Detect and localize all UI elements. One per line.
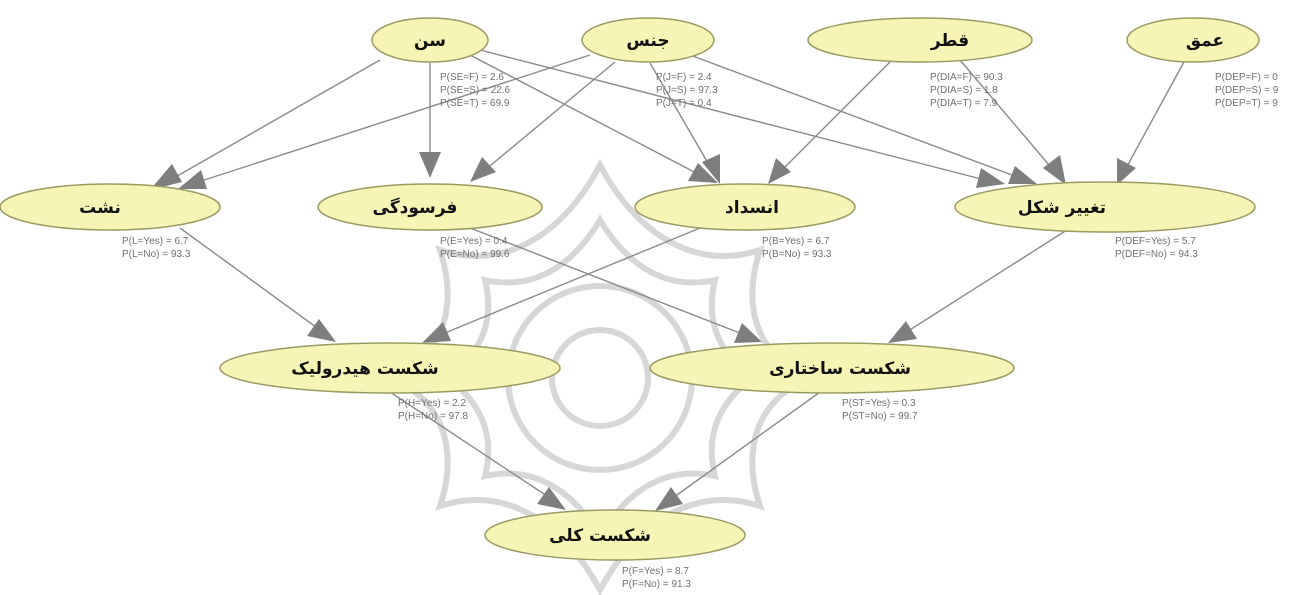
node-farsoodegi-label: فرسودگی <box>373 197 458 218</box>
arrowhead-nasht-hydraulic <box>307 319 336 342</box>
arrowhead-sen-farsoodegi <box>419 152 441 178</box>
farsoodegi-prob-1: P(E=Yes) = 0.4 <box>440 236 508 247</box>
arrowhead-taghir-sakhtari <box>888 321 917 343</box>
node-omgh-label: عمق <box>1186 31 1224 51</box>
node-nasht-label: نشت <box>79 198 121 218</box>
kolli-prob-2: P(F=No) = 91.3 <box>622 579 691 590</box>
arrowhead-sakhtari-kolli <box>655 487 683 511</box>
edges <box>150 49 1186 511</box>
node-ensedad[interactable]: انسداد <box>634 183 856 231</box>
farsoodegi-prob-2: P(E=No) = 99.6 <box>440 249 510 260</box>
edge-jens-ensedad <box>649 62 713 171</box>
edge-ghotr-taghir <box>959 59 1056 173</box>
arrowhead-ensedad-hydraulic <box>422 322 451 343</box>
arrowhead-sen-ensedad <box>688 163 718 183</box>
ghotr-prob-3: P(J=T) = 0.4 <box>656 98 712 109</box>
edge-ensedad-hydraulic <box>439 227 701 336</box>
arrowhead-ghotr-ensedad <box>768 158 791 184</box>
edge-farsoodegi-sakhtari <box>469 227 746 336</box>
hydraulic-prob-1: P(H=Yes) = 2.2 <box>398 398 466 409</box>
ensedad-prob-1: P(B=Yes) = 6.7 <box>762 236 830 247</box>
nasht-prob-1: P(L=Yes) = 6.7 <box>122 236 189 247</box>
omgh-prob-3: P(DIA=T) = 7.9 <box>930 98 998 109</box>
ensedad-prob-2: P(B=No) = 93.3 <box>762 249 832 260</box>
node-jens[interactable]: جنس <box>581 17 715 63</box>
sakhtari-prob-1: P(ST=Yes) = 0.3 <box>842 398 916 409</box>
node-hydraulic-label: شکست هیدرولیک <box>291 359 438 379</box>
node-nasht[interactable]: نشت <box>0 183 221 231</box>
node-ensedad-label: انسداد <box>725 198 779 218</box>
arrowhead-ghotr-taghir <box>1043 155 1066 185</box>
node-sen-label: سن <box>414 31 446 51</box>
depth-prob-3: P(DEP=T) = 9 <box>1215 98 1278 109</box>
edge-jens-nasht <box>194 54 591 184</box>
node-farsoodegi[interactable]: فرسودگی <box>317 183 543 231</box>
arrowhead-jens-taghir <box>1008 166 1037 184</box>
node-omgh[interactable]: عمق <box>1126 17 1260 63</box>
arrowhead-farsoodegi-sakhtari <box>734 323 762 343</box>
arrowhead-hydraulic-kolli <box>537 487 566 510</box>
omgh-prob-2: P(DIA=S) = 1.8 <box>930 85 998 96</box>
arrowhead-sen-nasht <box>150 164 182 190</box>
ghotr-prob-2: P(J=S) = 97.3 <box>656 85 718 96</box>
arrowhead-jens-farsoodegi <box>470 157 496 182</box>
hydraulic-prob-2: P(H=No) = 97.8 <box>398 411 468 422</box>
node-taghir-label: تغییر شکل <box>1018 198 1106 218</box>
edge-taghir-sakhtari <box>904 227 1071 334</box>
taghir-prob-1: P(DEF=Yes) = 5.7 <box>1115 236 1196 247</box>
jens-prob-2: P(SE=S) = 22.6 <box>440 85 510 96</box>
depth-prob-1: P(DEP=F) = 0 <box>1215 72 1278 83</box>
node-sakhtari-label: شکست ساختاری <box>769 359 911 379</box>
arrowhead-jens-nasht <box>178 170 207 189</box>
jens-prob-1: P(SE=F) = 2.6 <box>440 72 504 83</box>
kolli-prob-1: P(F=Yes) = 8.7 <box>622 566 689 577</box>
depth-prob-2: P(DEP=S) = 9 <box>1215 85 1279 96</box>
node-ghotr[interactable]: قطر <box>807 17 1033 63</box>
arrowhead-sen-taghir <box>976 168 1005 188</box>
sakhtari-prob-2: P(ST=No) = 99.7 <box>842 411 918 422</box>
node-sakhtari[interactable]: شکست ساختاری <box>649 342 1015 394</box>
node-sen[interactable]: سن <box>371 17 489 63</box>
node-kolli[interactable]: شکست کلی <box>484 509 746 561</box>
ghotr-prob-1: P(J=F) = 2.4 <box>656 72 712 83</box>
jens-prob-3: P(SE=T) = 69.9 <box>440 98 510 109</box>
edge-sakhtari-kolli <box>669 391 821 501</box>
taghir-prob-2: P(DEF=No) = 94.3 <box>1115 249 1198 260</box>
node-taghir[interactable]: تغییر شکل <box>954 181 1256 233</box>
edge-jens-taghir <box>689 54 1021 179</box>
edge-sen-nasht <box>164 59 381 184</box>
node-kolli-label: شکست کلی <box>549 526 651 546</box>
arrowhead-jens-ensedad <box>702 154 720 184</box>
arrowhead-omgh-taghir <box>1117 158 1136 185</box>
edge-sen-taghir <box>479 49 986 181</box>
edge-omgh-taghir <box>1124 59 1186 171</box>
edge-nasht-hydraulic <box>179 227 321 331</box>
edge-jens-farsoodegi <box>484 61 616 171</box>
edge-hydraulic-kolli <box>389 391 551 499</box>
omgh-prob-1: P(DIA=F) = 90.3 <box>930 72 1003 83</box>
edge-ghotr-ensedad <box>779 61 891 173</box>
node-ghotr-label: قطر <box>930 31 969 51</box>
edge-sen-ensedad <box>469 54 701 176</box>
nasht-prob-2: P(L=No) = 93.3 <box>122 249 191 260</box>
node-hydraulic[interactable]: شکست هیدرولیک <box>219 342 561 394</box>
node-jens-label: جنس <box>626 31 669 51</box>
